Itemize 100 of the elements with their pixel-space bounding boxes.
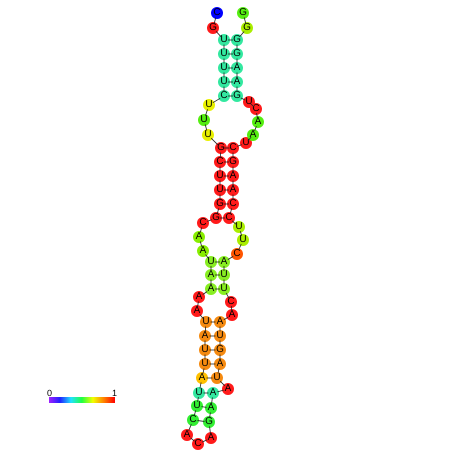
nucleotide-circle: A <box>199 330 211 342</box>
nucleotide-circle: C <box>223 212 235 224</box>
nucleotide-circle: U <box>218 283 230 295</box>
nucleotide-circle: U <box>218 62 230 74</box>
nucleotide-circle: C <box>231 248 243 260</box>
backbone-line <box>232 194 234 200</box>
base-pair-line <box>203 392 209 394</box>
nucleotide-circle: U <box>193 387 205 399</box>
backbone-line <box>216 390 224 392</box>
nucleotide-circle: U <box>218 76 230 88</box>
nucleotide-circle: A <box>218 256 230 268</box>
nucleotide-circle: U <box>218 34 230 46</box>
nucleotide-circle: A <box>222 383 234 395</box>
backbone-line <box>199 314 204 319</box>
nucleotide-circle: A <box>193 291 205 303</box>
nucleotide-circle: U <box>191 400 203 412</box>
nucleotide-circle: A <box>207 387 219 399</box>
backbone-line <box>250 103 255 108</box>
backbone-line <box>230 306 232 312</box>
nucleotide-circle: U <box>214 184 226 196</box>
base-pair-line <box>214 288 220 290</box>
backbone-line <box>199 382 202 389</box>
nucleotide-circle: G <box>231 90 243 102</box>
nucleotide-circle: U <box>198 114 210 126</box>
nucleotide-circle: A <box>226 309 238 321</box>
backbone-line <box>194 410 196 416</box>
backbone-line <box>232 180 234 186</box>
nucleotide-circle: U <box>211 372 223 384</box>
backbone-line <box>236 44 238 50</box>
nucleotide-circle: U <box>237 234 249 246</box>
backbone-line <box>214 16 216 24</box>
backbone-line <box>236 144 242 147</box>
backbone-line <box>254 126 257 132</box>
nucleotide-circle: A <box>191 305 203 317</box>
nucleotide-circle: A <box>196 372 208 384</box>
nucleotide-circle: A <box>227 184 239 196</box>
nucleotide-circle: U <box>233 221 245 233</box>
nucleotide-circle: C <box>211 7 223 19</box>
nucleotide-circle: U <box>199 358 211 370</box>
nucleotide-circle: C <box>227 142 239 154</box>
backbone-line <box>239 31 245 37</box>
backbone-line <box>236 86 238 92</box>
backbone-line <box>244 16 246 24</box>
nucleotide-circle: G <box>215 142 227 154</box>
nucleotide-circle: G <box>241 22 253 34</box>
backbone-line <box>204 354 206 360</box>
backbone-line <box>212 98 221 104</box>
nucleotide-circle: U <box>199 344 211 356</box>
nucleotide-circle: A <box>231 76 243 88</box>
backbone-line <box>209 426 211 434</box>
nucleotide-circle: A <box>197 245 209 257</box>
nucleotide-circle: G <box>231 34 243 46</box>
nucleotide-circle: U <box>200 316 212 328</box>
nucleotide-circle: A <box>181 429 193 441</box>
backbone-line <box>238 244 242 250</box>
nucleotide-circle: C <box>187 414 199 426</box>
backbone-line <box>232 220 236 225</box>
backbone-line <box>205 254 209 259</box>
nucleotide-circle: A <box>214 316 226 328</box>
backbone-line <box>218 368 220 374</box>
nucleotide-circle: A <box>214 358 226 370</box>
nucleotide-circle: G <box>227 156 239 168</box>
backbone-line <box>216 30 222 38</box>
nucleotide-circle: G <box>207 22 219 34</box>
backbone-line <box>202 439 208 443</box>
backbone-line <box>236 58 238 64</box>
backbone-line <box>204 340 206 346</box>
nucleotide-circle: C <box>214 156 226 168</box>
nucleotide-circle: U <box>218 48 230 60</box>
backbone-line <box>220 152 222 158</box>
backbone-line <box>210 279 212 285</box>
nucleotide-circle: A <box>252 116 264 128</box>
backbone-line <box>190 437 195 442</box>
scale-tick-label: 1 <box>112 388 118 398</box>
nucleotide-circle: U <box>202 129 214 141</box>
backbone-line <box>236 72 238 78</box>
backbone-line <box>202 291 208 295</box>
backbone-line <box>202 368 204 374</box>
backbone-line <box>205 108 208 116</box>
nucleotide-circle: C <box>197 217 209 229</box>
backbone-line <box>204 124 208 132</box>
base-pair-line <box>197 420 205 422</box>
scale-tick-label: 0 <box>47 388 52 398</box>
backbone-line <box>240 97 246 101</box>
backbone-line <box>256 112 258 118</box>
backbone-line <box>247 136 252 142</box>
nucleotide-circle: A <box>247 129 259 141</box>
backbone-line <box>240 230 242 236</box>
backbone-line <box>206 219 212 222</box>
backbone-line <box>226 292 230 298</box>
nucleotide-circle: G <box>214 344 226 356</box>
nucleotide-circle: A <box>205 402 217 414</box>
nucleotide-circle: G <box>231 48 243 60</box>
nucleotide-circle: C <box>218 90 230 102</box>
backbone-line <box>211 397 213 404</box>
nucleotide-circle: C <box>227 198 239 210</box>
nucleotide-circle: C <box>192 438 204 450</box>
backbone-line <box>232 152 234 158</box>
nucleotide-circle: G <box>210 212 222 224</box>
nucleotide-circle: A <box>205 432 217 444</box>
